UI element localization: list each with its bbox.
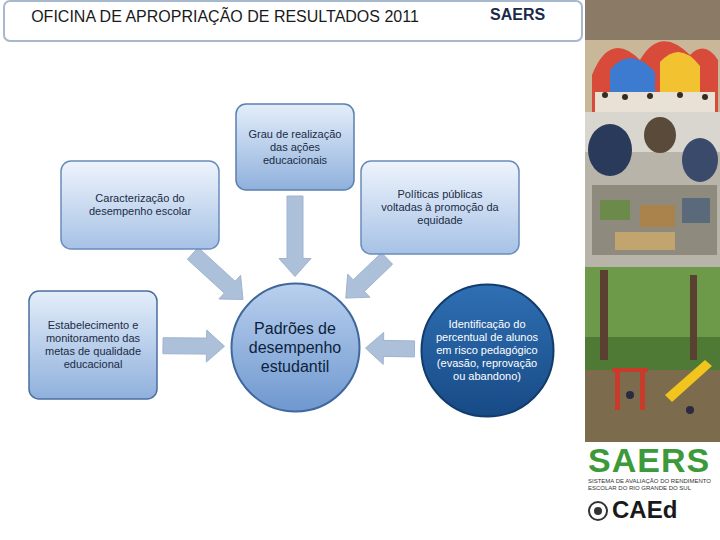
node-text: Caracterização do desempenho escolar	[85, 192, 195, 218]
block-arrow	[163, 330, 225, 362]
text-wrap: Políticas públicas voltadas à promoção d…	[380, 188, 500, 227]
block-arrow	[187, 248, 243, 300]
logo-wordmark: SAERS	[588, 440, 710, 480]
photo-playground-inflatables	[585, 0, 720, 112]
block-arrow	[279, 196, 311, 277]
block-arrow	[346, 253, 393, 298]
node-text: Políticas públicas voltadas à promoção d…	[380, 188, 500, 227]
box-fill	[61, 161, 219, 249]
box-fill	[29, 291, 157, 399]
node-text: Grau de realização das ações educacionai…	[243, 128, 347, 167]
title-frame	[4, 1, 582, 41]
box-fill	[361, 161, 519, 254]
node-text: Identificação do percentual de alunos em…	[435, 318, 539, 383]
slide-title: OFICINA DE APROPRIAÇÃO DE RESULTADOS 201…	[30, 4, 420, 29]
circle-fill	[231, 283, 359, 411]
circle-fill	[421, 284, 553, 416]
photo-classroom	[585, 112, 720, 267]
block-arrow	[366, 332, 415, 364]
photo-park	[585, 267, 720, 442]
text-wrap: Caracterização do desempenho escolar	[85, 192, 195, 218]
header-logo-text: SAERS	[490, 6, 545, 24]
caed-emblem	[589, 502, 607, 520]
logo-subtitle: SISTEMA DE AVALIAÇÃO DO RENDIMENTO ESCOL…	[588, 478, 716, 492]
box-fill	[236, 104, 354, 190]
center-circle: Padrões de desempenho estudantil	[230, 282, 361, 413]
outcome-circle: Identificação do percentual de alunos em…	[420, 283, 555, 418]
process-box: Políticas públicas voltadas à promoção d…	[360, 160, 520, 255]
node-text: Padrões de desempenho estudantil	[243, 319, 347, 376]
text-wrap: Padrões de desempenho estudantil	[243, 319, 347, 376]
institution-logo: CAEd	[612, 496, 677, 524]
node-text: Estabelecimento e monitoramento das meta…	[36, 319, 150, 371]
text-wrap: Identificação do percentual de alunos em…	[435, 318, 539, 383]
text-wrap: Grau de realização das ações educacionai…	[243, 128, 347, 167]
process-box: Estabelecimento e monitoramento das meta…	[28, 290, 158, 400]
text-wrap: Estabelecimento e monitoramento das meta…	[36, 319, 150, 371]
process-box: Grau de realização das ações educacionai…	[235, 103, 355, 191]
process-box: Caracterização do desempenho escolar	[60, 160, 220, 250]
